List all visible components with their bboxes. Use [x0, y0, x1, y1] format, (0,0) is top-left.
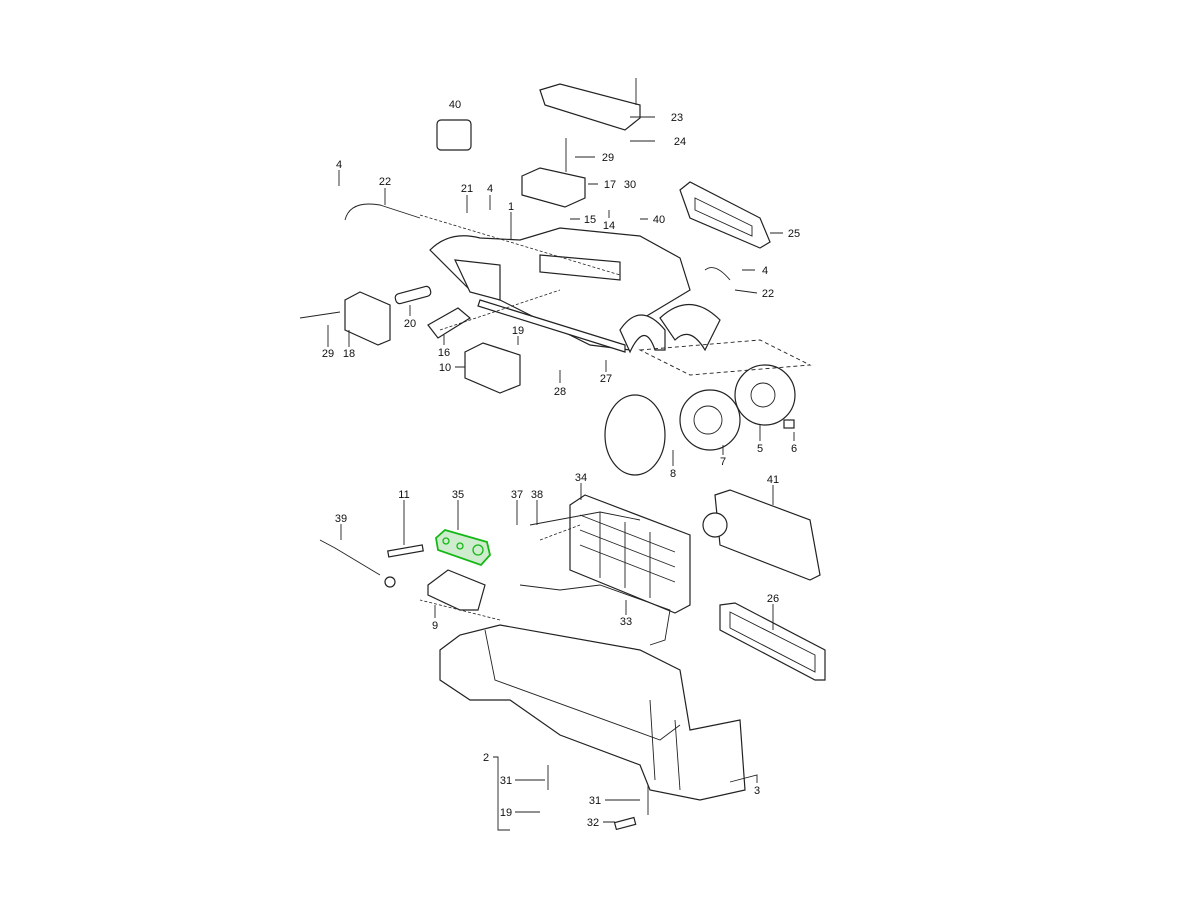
- callout-22: 22: [762, 288, 774, 300]
- callout-29: 29: [602, 152, 614, 164]
- callout-35: 35: [452, 489, 464, 501]
- callout-17: 17: [604, 179, 616, 191]
- callout-21: 21: [461, 183, 473, 195]
- callout-3: 3: [754, 785, 760, 797]
- callout-39: 39: [335, 513, 347, 525]
- callout-33: 33: [620, 616, 632, 628]
- part-39-sensor: [319, 539, 381, 576]
- callout-30: 30: [624, 179, 636, 191]
- upper-housing: [429, 227, 721, 354]
- callout-19: 19: [512, 325, 524, 337]
- callout-22: 22: [379, 176, 391, 188]
- callout-25: 25: [788, 228, 800, 240]
- callout-7: 7: [720, 456, 726, 468]
- lower-housing: [439, 624, 746, 801]
- callout-10: 10: [439, 362, 451, 374]
- callout-9: 9: [432, 620, 438, 632]
- fasteners: [299, 78, 731, 831]
- callout-4: 4: [487, 183, 493, 195]
- callout-27: 27: [600, 373, 612, 385]
- part-17-motor: [521, 167, 586, 208]
- callout-34: 34: [575, 472, 587, 484]
- callout-40: 40: [449, 99, 461, 111]
- callout-40: 40: [653, 214, 665, 226]
- callout-32: 32: [587, 817, 599, 829]
- callout-4: 4: [336, 159, 342, 171]
- part-11-bolt: [387, 544, 424, 558]
- callout-28: 28: [554, 386, 566, 398]
- part-10-actuator: [464, 342, 521, 394]
- callout-29: 29: [322, 348, 334, 360]
- callout-8: 8: [670, 468, 676, 480]
- part-16-boot: [427, 307, 472, 339]
- callout-5: 5: [757, 443, 763, 455]
- part-20-pin: [394, 285, 432, 305]
- leader-lines: [327, 116, 795, 831]
- callout-14: 14: [603, 220, 615, 232]
- callout-24: 24: [674, 136, 686, 148]
- part-25-frame: [679, 181, 771, 249]
- callout-18: 18: [343, 348, 355, 360]
- callout-31: 31: [500, 775, 512, 787]
- callout-15: 15: [584, 214, 596, 226]
- part-33-pipe: [519, 584, 671, 646]
- part-18-actuator: [344, 291, 391, 346]
- part-9-cover: [427, 569, 486, 611]
- callout-26: 26: [767, 593, 779, 605]
- callout-19: 19: [500, 807, 512, 819]
- callout-37: 37: [511, 489, 523, 501]
- callout-23: 23: [671, 112, 683, 124]
- part-34-evaporator: [529, 494, 691, 614]
- part-35-highlighted[interactable]: [435, 528, 491, 567]
- callout-1: 1: [508, 201, 514, 213]
- callout-labels: 40 23 24 29 17 30 4 22 21 4 1 15 14 40 2…: [322, 99, 800, 829]
- part-23-grille: [539, 83, 641, 131]
- callout-11: 11: [398, 489, 409, 501]
- part-26-gasket: [719, 602, 826, 681]
- blower-assembly: [604, 339, 812, 476]
- callout-20: 20: [404, 318, 416, 330]
- callout-31: 31: [589, 795, 601, 807]
- part-41-flap: [714, 489, 821, 581]
- callout-38: 38: [531, 489, 543, 501]
- callout-6: 6: [791, 443, 797, 455]
- part-40-actuator: [436, 119, 472, 151]
- callout-2: 2: [483, 752, 489, 764]
- callout-41: 41: [767, 474, 779, 486]
- callout-16: 16: [438, 347, 450, 359]
- callout-4: 4: [762, 265, 768, 277]
